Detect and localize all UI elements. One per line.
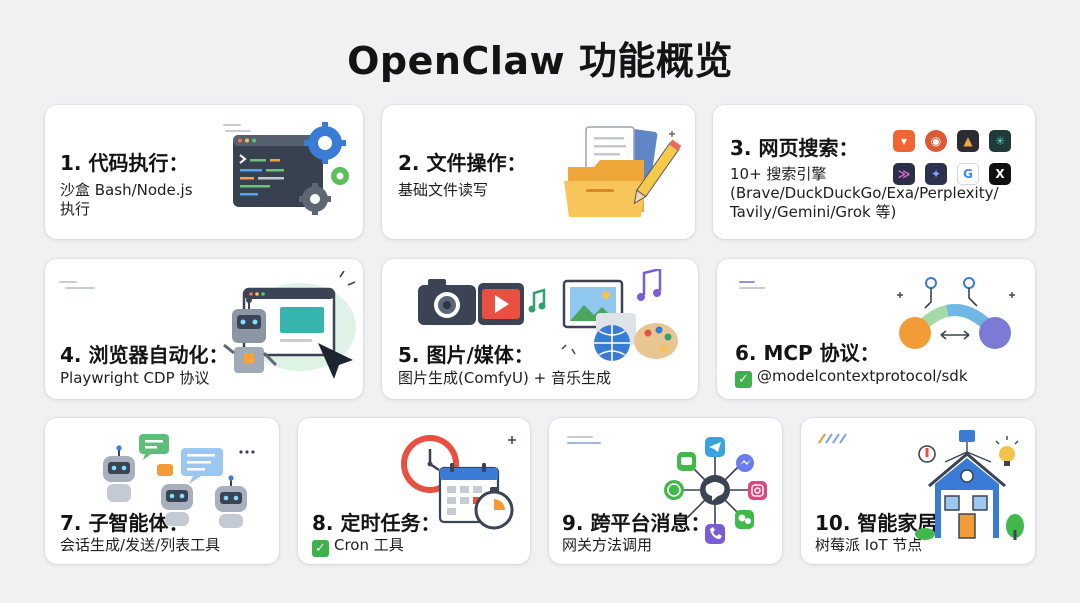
perplexity-icon: ✳: [989, 130, 1011, 152]
card-desc: 10+ 搜索引擎 (Brave/DuckDuckGo/Exa/Perplexit…: [730, 165, 999, 222]
folder-document-pencil-icon: [564, 126, 682, 217]
card-title: 4. 浏览器自动化：: [60, 343, 229, 367]
card-desc: Playwright CDP 协议: [60, 369, 210, 387]
card-desc-line: (Brave/DuckDuckGo/Exa/Perplexity/: [730, 184, 999, 202]
card-desc-line: Tavily/Gemini/Grok 等): [730, 203, 897, 221]
card-desc-line: 执行: [60, 200, 91, 218]
card-desc: 会话生成/发送/列表工具: [60, 536, 221, 554]
check-icon: ✓: [312, 540, 329, 557]
card-desc-line: 沙盒 Bash/Node.js: [60, 181, 193, 199]
grok-icon: X: [989, 163, 1011, 185]
card-title: 9. 跨平台消息：: [562, 511, 711, 535]
chat-robots-icon: [103, 434, 255, 528]
decor-line: [567, 436, 593, 438]
card-desc: ✓ Cron 工具: [312, 536, 404, 557]
feature-card-file-ops: 2. 文件操作： 基础文件读写: [382, 105, 695, 239]
decor-line: [65, 287, 95, 289]
card-desc-text: @modelcontextprotocol/sdk: [757, 367, 968, 385]
check-icon: ✓: [735, 371, 752, 388]
card-title: 6. MCP 协议：: [735, 341, 880, 365]
feature-card-messaging: 9. 跨平台消息： 网关方法调用: [549, 418, 782, 564]
card-title: 3. 网页搜索：: [730, 136, 859, 160]
card-desc: 树莓派 IoT 节点: [815, 536, 923, 554]
card-title: 2. 文件操作：: [398, 151, 527, 175]
card-desc: 图片生成(ComfyU) + 音乐生成: [398, 369, 611, 387]
browser-robot-icon: [223, 271, 356, 379]
feature-card-sub-agents: 7. 子智能体： 会话生成/发送/列表工具: [45, 418, 279, 564]
card-desc-text: Cron 工具: [334, 536, 404, 554]
brave-icon: ▾: [893, 130, 915, 152]
gemini-icon: ✦: [925, 163, 947, 185]
card-title: 10. 智能家居：: [815, 511, 958, 535]
decor-line: [739, 287, 765, 289]
card-desc-line: 10+ 搜索引擎: [730, 165, 827, 183]
decor-line: [59, 281, 77, 283]
card-desc: 沙盒 Bash/Node.js 执行: [60, 181, 193, 219]
feature-card-code-execution: 1. 代码执行： 沙盒 Bash/Node.js 执行: [45, 105, 363, 239]
card-title: 5. 图片/媒体：: [398, 343, 534, 367]
decor-line: [567, 442, 601, 444]
feature-card-mcp: 6. MCP 协议： ✓ @modelcontextprotocol/sdk: [717, 259, 1035, 399]
card-desc: 网关方法调用: [562, 536, 653, 554]
terminal-gears-icon: [233, 122, 349, 215]
messaging-hub-icon: [664, 437, 767, 544]
page-title: OpenClaw 功能概览: [347, 39, 733, 83]
mcp-arc-nodes-icon: [897, 277, 1015, 349]
card-title: 1. 代码执行：: [60, 151, 189, 175]
decor-line: [223, 124, 241, 126]
card-title: 8. 定时任务：: [312, 511, 441, 535]
card-desc: ✓ @modelcontextprotocol/sdk: [735, 367, 968, 388]
tavily-icon: ≫: [893, 163, 915, 185]
feature-card-media: 5. 图片/媒体： 图片生成(ComfyU) + 音乐生成: [382, 259, 698, 399]
feature-card-scheduled-tasks: 8. 定时任务： ✓ Cron 工具: [298, 418, 530, 564]
feature-card-web-search: 3. 网页搜索： 10+ 搜索引擎 (Brave/DuckDuckGo/Exa/…: [713, 105, 1035, 239]
camera-video-music-icon: [418, 269, 678, 361]
decor-line: [225, 130, 251, 132]
smart-home-icon: [915, 430, 1024, 540]
duckduckgo-icon: ◉: [925, 130, 947, 152]
clock-calendar-timer-icon: [401, 435, 516, 530]
google-icon: G: [957, 163, 979, 185]
feature-card-browser-automation: 4. 浏览器自动化： Playwright CDP 协议: [45, 259, 363, 399]
exa-icon: ▲: [957, 130, 979, 152]
feature-card-smart-home: 10. 智能家居： 树莓派 IoT 节点: [801, 418, 1035, 564]
card-desc: 基础文件读写: [398, 181, 489, 199]
decor-line: [739, 281, 755, 283]
decor-slashes-icon: [818, 433, 847, 444]
